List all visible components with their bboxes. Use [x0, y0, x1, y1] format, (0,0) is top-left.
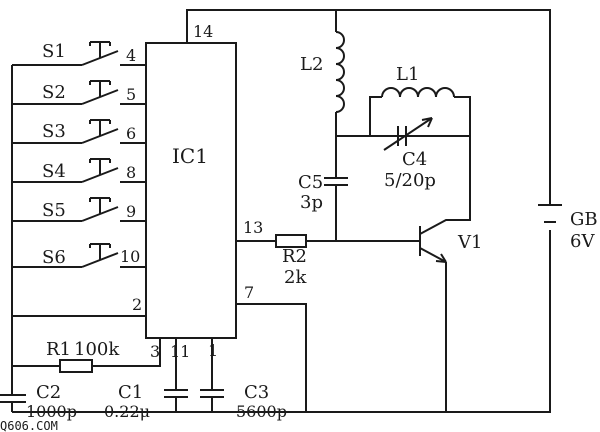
r2-name: R2	[282, 246, 307, 267]
c5-name: C5	[298, 172, 323, 193]
variable-capacitor-c4: C4 5/20p	[383, 117, 436, 191]
ic1-body	[145, 42, 237, 339]
pin-label: 4	[126, 46, 136, 65]
pin-11-label: 11	[170, 342, 190, 361]
gb-value: 6V	[570, 231, 595, 252]
switch-label: S3	[42, 121, 66, 142]
capacitor-c2: C2 1000p	[0, 382, 77, 421]
c3-value: 5600p	[236, 402, 287, 421]
pin-label: 6	[126, 124, 136, 143]
r2-value: 2k	[284, 267, 307, 288]
inductor-l1: L1	[336, 64, 471, 137]
switch-label: S4	[42, 161, 66, 182]
capacitor-c5: C5 3p	[298, 172, 348, 241]
pin-label: 9	[126, 202, 136, 221]
c3-name: C3	[244, 382, 269, 403]
c1-name: C1	[118, 382, 143, 403]
switch-label: S5	[42, 200, 66, 221]
bottom-rail-wire	[12, 230, 551, 413]
v1-name: V1	[457, 232, 482, 253]
switch-s2: S2 5	[12, 80, 146, 105]
switch-label: S6	[42, 247, 66, 268]
pin-2-label: 2	[132, 295, 142, 314]
battery-gb: GB 6V	[538, 204, 598, 252]
pin-3-label: 3	[150, 342, 160, 361]
resistor-r1: R1 100k	[12, 338, 161, 373]
c5-value: 3p	[300, 192, 323, 213]
top-rail-wire	[186, 9, 551, 205]
gb-name: GB	[570, 209, 598, 230]
c2-name: C2	[36, 382, 61, 403]
switch-s1: S1 4	[12, 41, 146, 66]
pin-label: 5	[126, 85, 136, 104]
pin-label: 10	[120, 247, 140, 266]
r1-name: R1	[46, 339, 71, 360]
ic1-label: IC1	[172, 144, 208, 168]
pin-1-label: 1	[208, 341, 218, 360]
switch-s5: S5 9	[12, 197, 146, 222]
pin-7-label: 7	[244, 283, 254, 302]
l1-name: L1	[396, 64, 419, 85]
inductor-l2: L2	[300, 10, 345, 178]
pin-7-wire	[236, 303, 307, 412]
switch-label: S1	[42, 41, 66, 62]
capacitor-c3: C3 5600p	[200, 382, 287, 421]
c4-name: C4	[402, 149, 427, 170]
switch-s6: S6 10	[12, 243, 146, 268]
watermark: Q606.COM	[0, 419, 58, 432]
pin-14-label: 14	[193, 22, 213, 41]
c2-value: 1000p	[26, 402, 77, 421]
c1-value: 0.22μ	[104, 402, 150, 421]
pin-label: 8	[126, 163, 136, 182]
l2-name: L2	[300, 54, 323, 75]
transistor-v1: V1	[419, 136, 482, 412]
capacitor-c1: C1 0.22μ	[104, 382, 188, 421]
resistor-r2: R2 2k	[236, 234, 420, 288]
c4-value: 5/20p	[384, 170, 436, 191]
switch-label: S2	[42, 82, 66, 103]
switch-s4: S4 8	[12, 158, 146, 183]
pin-13-label: 13	[243, 218, 263, 237]
r1-value: 100k	[74, 339, 120, 360]
switch-s3: S3 6	[12, 119, 146, 144]
